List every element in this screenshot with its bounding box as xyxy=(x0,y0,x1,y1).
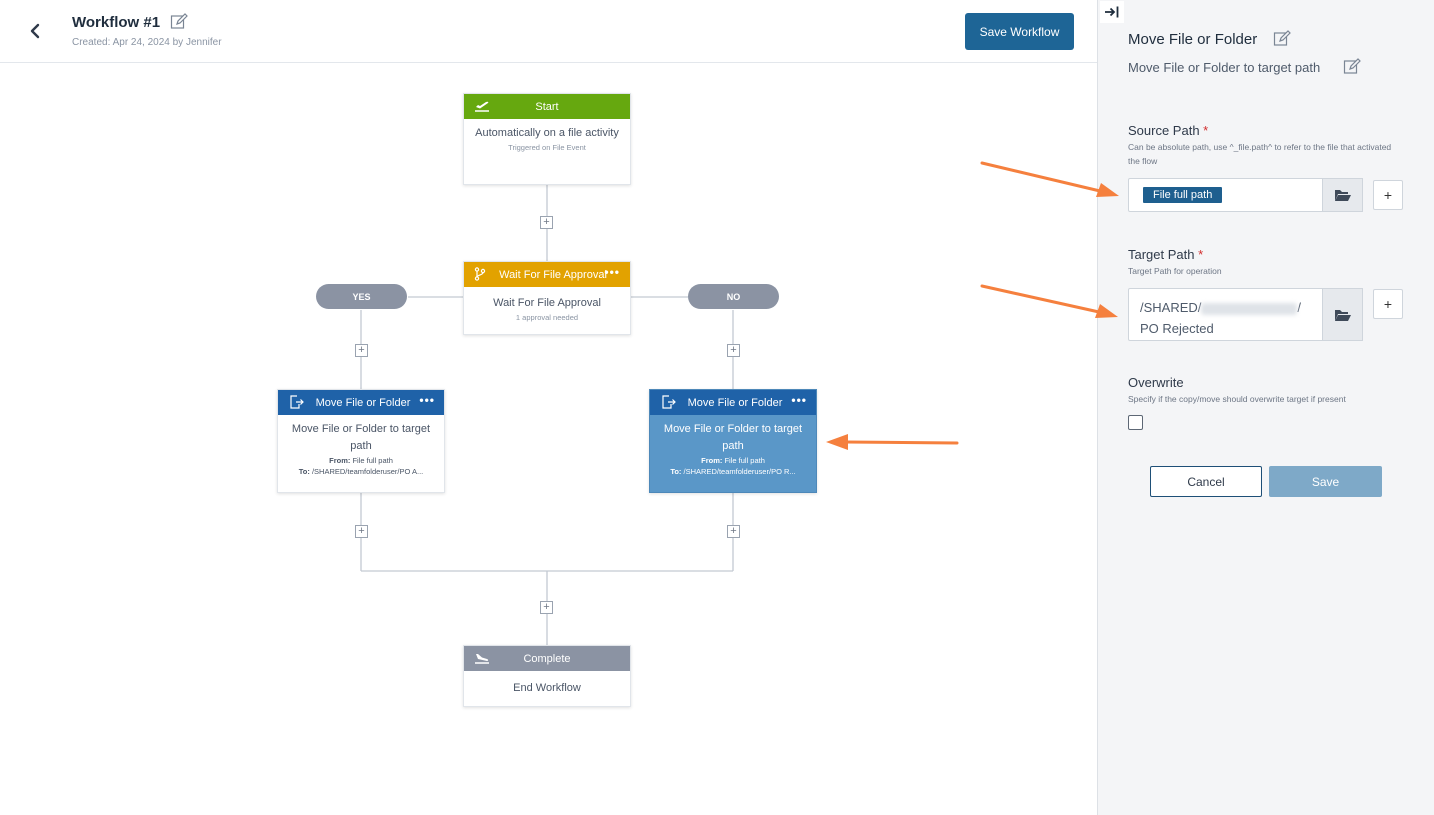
file-full-path-chip[interactable]: File full path xyxy=(1143,187,1223,203)
properties-panel: Move File or Folder Move File or Folder … xyxy=(1097,0,1434,815)
edit-icon[interactable] xyxy=(1343,58,1361,76)
save-button[interactable]: Save xyxy=(1269,466,1382,497)
start-node-trigger: Triggered on File Event xyxy=(508,143,586,152)
target-path-folder: PO Rejected xyxy=(1140,321,1214,336)
target-path-help: Target Path for operation xyxy=(1128,266,1222,276)
folder-open-icon[interactable] xyxy=(1322,178,1363,212)
workflow-title: Workflow #1 xyxy=(72,14,161,31)
add-step-plus-icon[interactable]: + xyxy=(540,601,553,614)
add-step-plus-icon[interactable]: + xyxy=(727,344,740,357)
complete-node-description: End Workflow xyxy=(513,682,581,694)
overwrite-help: Specify if the copy/move should overwrit… xyxy=(1128,394,1346,404)
move-node-no-title: Move File or Folder xyxy=(687,396,783,409)
back-chevron-icon[interactable] xyxy=(22,18,48,44)
approval-node-header: Wait For File Approval ••• xyxy=(464,262,630,287)
to-value: /SHARED/teamfolderuser/PO A... xyxy=(311,467,424,476)
cancel-button[interactable]: Cancel xyxy=(1150,466,1262,497)
complete-node[interactable]: Complete End Workflow xyxy=(463,645,631,707)
to-value: /SHARED/teamfolderuser/PO R... xyxy=(683,467,796,476)
move-node-no-selected[interactable]: Move File or Folder ••• Move File or Fol… xyxy=(649,389,817,493)
approval-node-count: 1 approval needed xyxy=(515,313,579,322)
required-mark: * xyxy=(1203,123,1209,138)
move-node-yes-description: Move File or Folder to target path xyxy=(291,423,431,452)
move-node-yes-menu[interactable]: ••• xyxy=(419,393,435,407)
branch-icon xyxy=(473,267,489,281)
panel-title: Move File or Folder xyxy=(1128,31,1258,48)
from-label: From: xyxy=(329,456,351,465)
move-node-yes[interactable]: Move File or Folder ••• Move File or Fol… xyxy=(277,389,445,493)
source-path-label: Source Path * xyxy=(1128,123,1208,138)
to-label: To: xyxy=(670,467,682,476)
complete-node-header: Complete xyxy=(464,646,630,671)
move-file-icon xyxy=(660,395,676,409)
start-node[interactable]: Start Automatically on a file activity T… xyxy=(463,93,631,185)
collapse-panel-icon[interactable] xyxy=(1100,1,1124,23)
overwrite-checkbox[interactable] xyxy=(1128,415,1143,430)
workflow-created-info: Created: Apr 24, 2024 by Jennifer xyxy=(72,37,222,48)
add-step-plus-icon[interactable]: + xyxy=(540,216,553,229)
from-label: From: xyxy=(701,456,723,465)
move-node-no-menu[interactable]: ••• xyxy=(791,393,807,407)
source-path-label-text: Source Path xyxy=(1128,123,1200,138)
approval-node-description: Wait For File Approval xyxy=(493,297,601,309)
workflow-canvas: Start Automatically on a file activity T… xyxy=(0,64,1097,815)
save-workflow-button[interactable]: Save Workflow xyxy=(965,13,1074,50)
move-node-yes-header: Move File or Folder ••• xyxy=(278,390,444,415)
move-node-no-description: Move File or Folder to target path xyxy=(663,423,803,452)
workflow-header: Workflow #1 Created: Apr 24, 2024 by Jen… xyxy=(0,0,1097,63)
source-path-help: Can be absolute path, use ^_file.path^ t… xyxy=(1128,142,1392,166)
yes-branch-label: YES xyxy=(316,284,407,309)
add-step-plus-icon[interactable]: + xyxy=(355,344,368,357)
overwrite-label: Overwrite xyxy=(1128,375,1184,390)
start-node-header: Start xyxy=(464,94,630,119)
redacted-segment xyxy=(1201,302,1298,315)
folder-open-icon[interactable] xyxy=(1322,288,1363,341)
takeoff-icon xyxy=(474,99,490,113)
start-node-description: Automatically on a file activity xyxy=(475,127,619,139)
to-label: To: xyxy=(298,467,310,476)
landing-icon xyxy=(474,651,490,665)
add-source-path-button[interactable]: + xyxy=(1373,180,1403,210)
from-value: File full path xyxy=(352,456,393,465)
complete-node-title: Complete xyxy=(523,652,571,665)
edit-icon[interactable] xyxy=(1273,30,1291,48)
add-step-plus-icon[interactable]: + xyxy=(355,525,368,538)
target-path-prefix: /SHARED/ xyxy=(1140,300,1202,315)
edit-icon[interactable] xyxy=(170,13,188,31)
target-path-label: Target Path * xyxy=(1128,247,1203,262)
target-path-value: /SHARED/ / PO Rejected xyxy=(1140,297,1301,339)
from-value: File full path xyxy=(724,456,765,465)
panel-description: Move File or Folder to target path xyxy=(1128,60,1321,75)
target-path-label-text: Target Path xyxy=(1128,247,1195,262)
add-step-plus-icon[interactable]: + xyxy=(727,525,740,538)
approval-node-menu[interactable]: ••• xyxy=(604,265,620,279)
move-file-icon xyxy=(288,395,304,409)
move-node-no-header: Move File or Folder ••• xyxy=(650,390,816,415)
add-target-path-button[interactable]: + xyxy=(1373,289,1403,319)
start-node-title: Start xyxy=(535,100,559,113)
approval-node[interactable]: Wait For File Approval ••• Wait For File… xyxy=(463,261,631,335)
no-branch-label: NO xyxy=(688,284,779,309)
move-node-yes-title: Move File or Folder xyxy=(315,396,411,409)
approval-node-title: Wait For File Approval xyxy=(499,268,607,281)
required-mark: * xyxy=(1198,247,1204,262)
target-path-suffix: / xyxy=(1297,300,1302,315)
